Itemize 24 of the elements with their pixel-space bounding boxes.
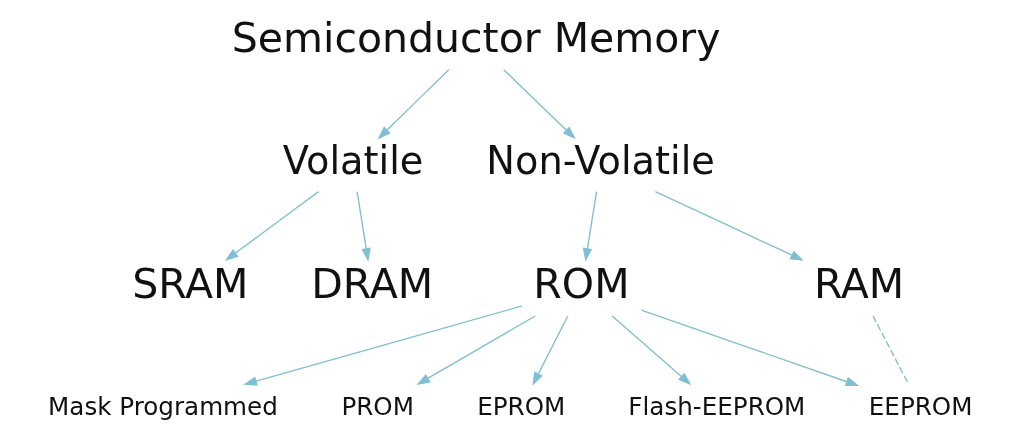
node-text: Non-Volatile [485,138,715,184]
node-text: Flash-EEPROM [627,391,805,421]
arrow [502,69,576,140]
node-text: ROM [532,260,630,309]
node-text: EPROM [476,391,565,421]
arrow [355,190,371,262]
node-text: DRAM [310,260,433,309]
arrow [531,315,568,386]
arrow [640,309,859,387]
node-text: Volatile [282,138,423,184]
arrow [582,190,597,262]
node-text: RAM [813,260,904,309]
arrow [415,315,536,385]
arrow [377,69,450,140]
node-text: Semiconductor Memory [231,13,721,62]
arrow [654,190,804,261]
node-text: SRAM [131,260,248,309]
node-text: Mask Programmed [47,391,278,421]
node-text: EEPROM [868,391,972,421]
arrow [611,315,691,386]
arrow [242,305,523,386]
node-text: PROM [340,391,414,421]
arrow [224,190,319,261]
connector [871,315,909,385]
